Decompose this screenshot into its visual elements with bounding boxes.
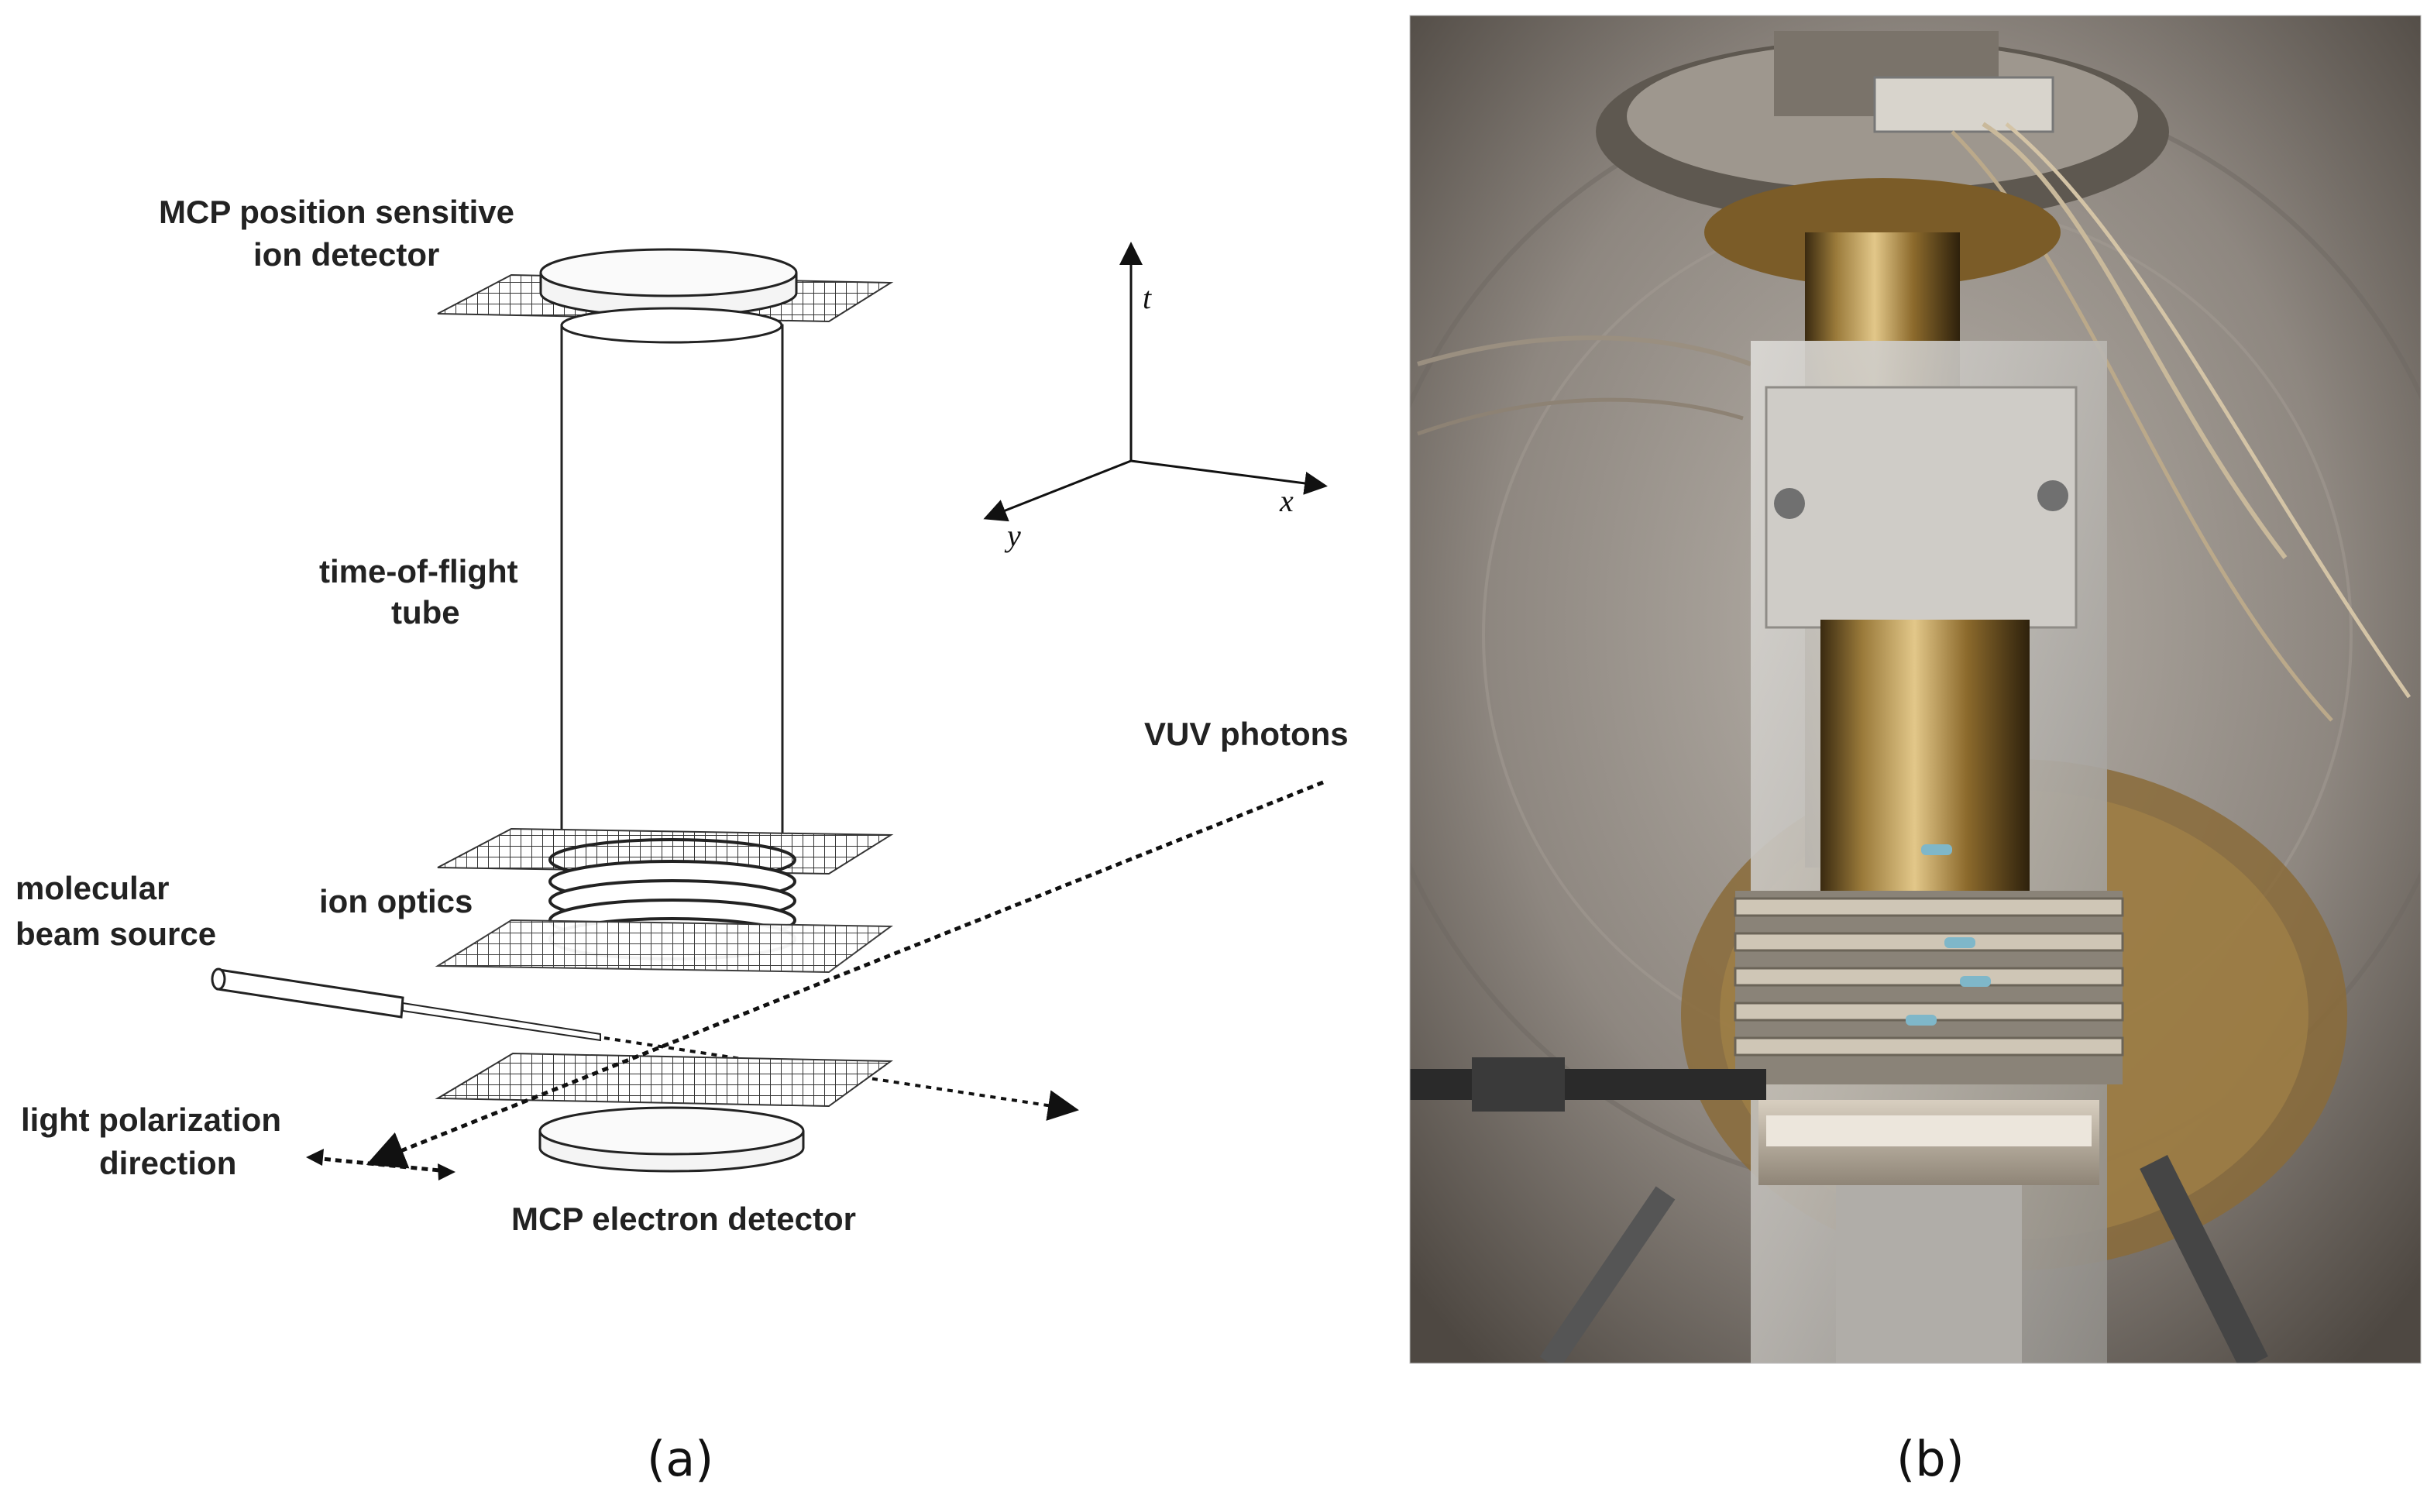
- panel-a-schematic: t x y MCP position sensitive ion detecto…: [15, 194, 1349, 1237]
- coordinate-axes: t x y: [983, 242, 1328, 553]
- panel-b-caption: (b): [1896, 1431, 1965, 1487]
- ion-optics-label: ion optics: [319, 883, 473, 919]
- tof-tube-label-line1: time-of-flight: [319, 553, 518, 589]
- ion-detector-label-line1: MCP position sensitive: [159, 194, 514, 230]
- axis-t-label: t: [1143, 280, 1152, 315]
- polarization-arrow: [306, 1149, 455, 1180]
- ion-detector-label-line2: ion detector: [253, 236, 439, 273]
- molecular-beam-source: [211, 967, 1079, 1121]
- lower-ion-optics-mesh: [435, 919, 893, 974]
- electron-detector-disk: [538, 1106, 805, 1173]
- vuv-photons-label: VUV photons: [1144, 716, 1349, 752]
- electron-detector-mesh: [435, 1052, 893, 1108]
- molecular-beam-label-line1: molecular: [15, 870, 169, 906]
- polarization-label-line2: direction: [99, 1145, 236, 1181]
- electron-detector-label: MCP electron detector: [511, 1201, 856, 1237]
- molecular-beam-label-line2: beam source: [15, 916, 216, 952]
- molecular-beam-path: [603, 1036, 1079, 1121]
- vuv-photon-beam: [366, 780, 1324, 1169]
- tof-tube-label-line2: tube: [391, 594, 460, 631]
- axis-y-label: y: [1004, 518, 1021, 553]
- panel-a-caption: (a): [647, 1431, 713, 1487]
- axis-x-label: x: [1279, 483, 1294, 518]
- time-of-flight-tube: [560, 307, 784, 871]
- polarization-label-line1: light polarization: [21, 1101, 281, 1138]
- ion-detector-disk: [539, 248, 798, 318]
- panel-b-photo: [1409, 15, 2422, 1364]
